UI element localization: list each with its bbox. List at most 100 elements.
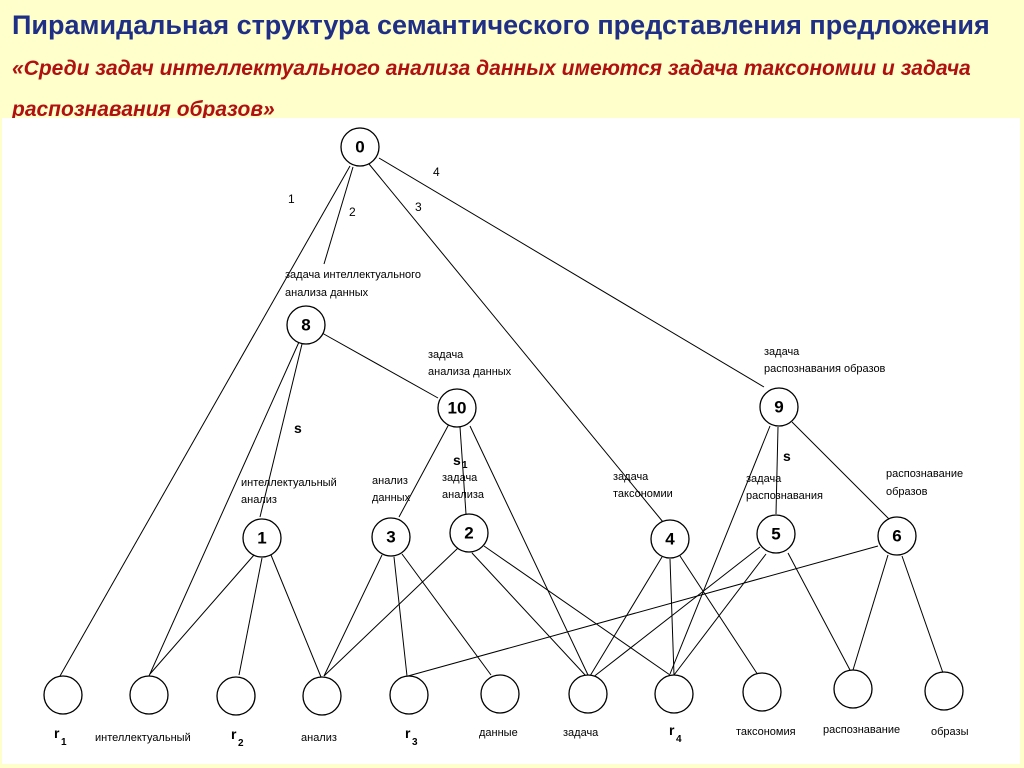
leaf-label-intellektualnyi: интеллектуальный [95,732,191,744]
node-9-number: 9 [774,398,783,417]
edge-2-r4 [483,545,671,676]
edge-9-5 [775,426,779,515]
edge-1-r2 [238,557,263,676]
leaf-label-taksonomiya: таксономия [736,726,796,738]
leaf-label-dannye: данные [479,727,518,739]
node-4-label-line1: задача [613,471,649,483]
edge-1-analiz [270,554,322,678]
edge-5-r4 [673,553,767,676]
node-0-number: 0 [355,138,364,157]
edge-2-analiz [323,547,459,677]
diagram-canvas: 1 2 3 4 s s 1 s задача интеллектуального… [2,118,1020,764]
edge-10-2 [459,426,467,515]
semantic-pyramid-diagram: 1 2 3 4 s s 1 s задача интеллектуального… [43,127,969,749]
node-4-number: 4 [665,530,675,549]
node-4: 4 [650,519,690,559]
node-1: 1 [242,518,282,558]
edge-8-intel [148,341,300,677]
leaf-r4 [654,674,694,714]
slide-title: Пирамидальная структура семантического п… [12,6,1012,131]
node-8-label-line2: анализа данных [285,287,369,299]
node-6-label-line1: распознавание [886,468,963,480]
edge-label-1: 1 [288,192,295,206]
node-10-label-line1: задача [428,349,464,361]
node-6-label-line2: образов [886,486,928,498]
leaf-label-obrazy: образы [931,726,969,738]
leaf-label-r3: r [405,725,411,741]
title-quote: «Среди задач интеллектуального анализа д… [12,57,971,121]
leaf-zadacha [568,674,608,714]
s-label-10-sub: 1 [462,460,468,471]
node-2-number: 2 [464,524,473,543]
edge-label-2: 2 [349,205,356,219]
edge-3-r3 [393,556,408,677]
node-5-number: 5 [771,525,780,544]
edge-label-3: 3 [415,200,422,214]
node-3-label-line2: данных [372,492,411,504]
edge-6-r3 [407,545,879,677]
edge-5-raspozn [787,552,851,671]
edge-0-8 [323,166,354,265]
edge-6-raspozn [852,554,889,671]
node-1-label-line2: анализ [241,494,277,506]
title-main: Пирамидальная структура семантического п… [12,10,990,40]
leaf-r3 [389,675,429,715]
node-5: 5 [756,514,796,554]
node-5-label-line2: распознавания [746,490,823,502]
edge-0-4 [368,163,664,523]
leaf-obrazy [924,671,964,711]
node-4-label-line2: таксономии [613,488,673,500]
edge-10-zadacha [469,425,589,676]
edge-4-r4 [669,558,675,676]
s-label-9: s [783,448,791,464]
node-1-number: 1 [257,529,266,548]
node-9-label-line1: задача [764,346,800,358]
edge-4-zadacha [589,556,663,677]
leaf-label-r3-sub: 3 [412,737,418,748]
leaf-label-r2-sub: 2 [238,738,244,749]
node-8: 8 [286,305,326,345]
edge-5-zadacha [591,546,761,679]
leaf-nodes [43,669,964,716]
leaf-raspoznavanie [833,669,873,709]
edge-3-dannye [401,553,492,676]
leaf-label-r2: r [231,726,237,742]
leaf-label-r4: r [669,722,675,738]
edge-1-intel [149,554,255,675]
edge-0-r1 [59,165,351,677]
leaf-label-raspoznavanie: распознавание [823,724,900,736]
node-8-label-line1: задача интеллектуального [285,269,421,281]
node-2-label-line2: анализа [442,489,485,501]
node-6-number: 6 [892,527,901,546]
leaf-dannye [480,674,520,714]
edge-10-3 [398,423,450,518]
edge-6-obrazy [901,555,944,674]
node-3-label-line1: анализ [372,475,408,487]
node-9-label-line2: распознавания образов [764,363,886,375]
leaf-r1 [43,675,83,715]
node-8-number: 8 [301,316,310,335]
edge-2-zadacha [471,552,587,677]
edge-8-10 [321,332,439,399]
leaf-analiz [302,676,342,716]
node-9: 9 [759,387,799,427]
edge-8-1 [259,343,303,518]
node-10-number: 10 [448,399,467,418]
node-6: 6 [877,516,917,556]
s-label-8: s [294,420,302,436]
edge-0-9 [378,157,765,388]
s-label-10: s [453,452,461,468]
leaf-label-r1: r [54,725,60,741]
edge-9-6 [791,421,890,520]
node-1-label-line1: интеллектуальный [241,477,337,489]
node-10-label-line2: анализа данных [428,366,512,378]
leaf-label-zadacha: задача [563,727,599,739]
node-2: 2 [449,513,489,553]
node-0: 0 [340,127,380,167]
edge-3-analiz [323,554,383,677]
edge-9-r4 [669,425,771,675]
edges [59,157,944,679]
node-5-label-line1: задача [746,473,782,485]
leaf-label-r1-sub: 1 [61,737,67,748]
node-3: 3 [371,517,411,557]
